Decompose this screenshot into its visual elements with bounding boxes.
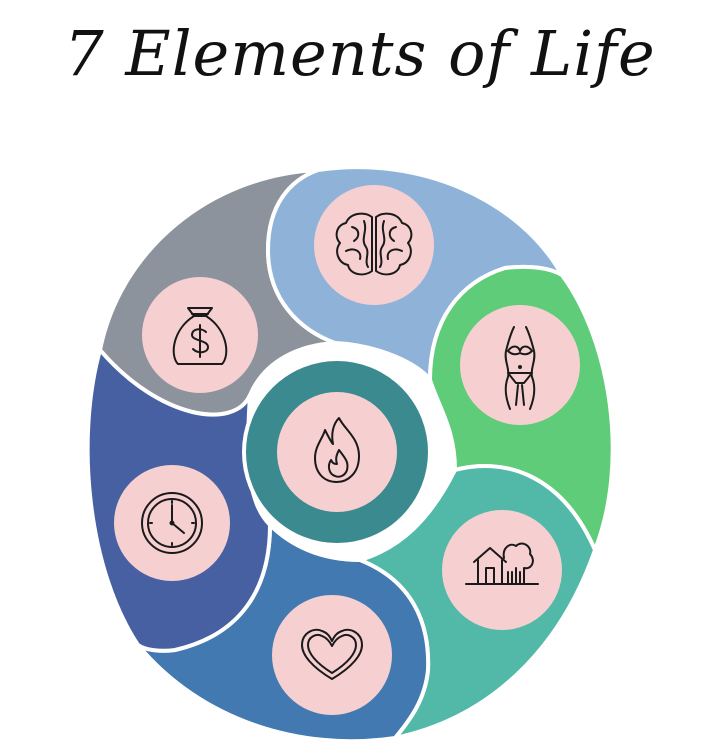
body-figure-icon bbox=[504, 326, 536, 410]
body-badge bbox=[460, 305, 580, 425]
clock-icon bbox=[141, 492, 203, 554]
money-bag-icon bbox=[172, 307, 228, 365]
love-badge bbox=[272, 595, 392, 715]
flame-icon bbox=[314, 417, 360, 483]
page-title: 7 Elements of Life bbox=[64, 17, 656, 90]
heart-icon bbox=[301, 628, 363, 680]
brain-icon bbox=[335, 212, 413, 276]
house-icon bbox=[465, 542, 539, 585]
mind-badge bbox=[314, 185, 434, 305]
